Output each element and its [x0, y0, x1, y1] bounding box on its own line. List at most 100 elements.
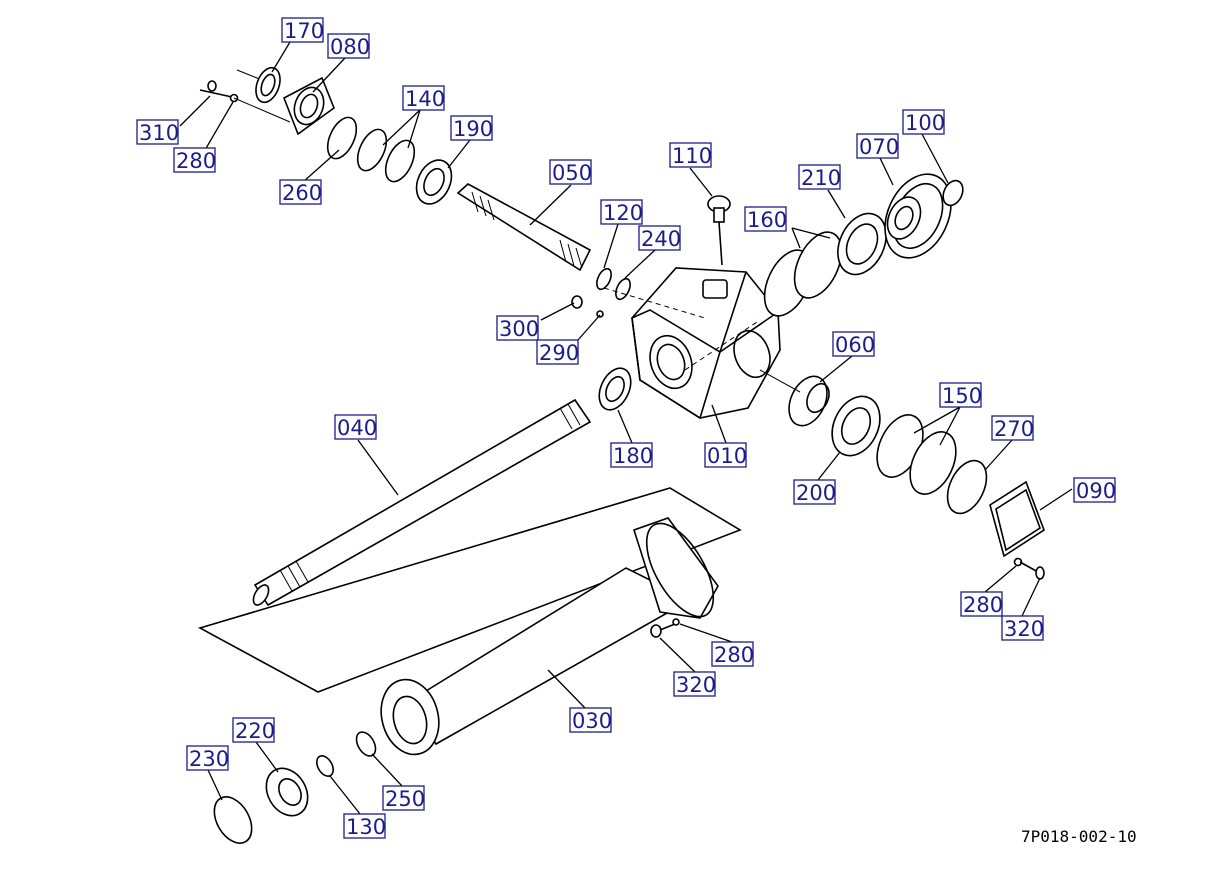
part-bearing-220 — [265, 767, 309, 817]
svg-text:200: 200 — [796, 481, 836, 505]
svg-text:250: 250 — [385, 787, 425, 811]
svg-text:220: 220 — [235, 719, 275, 743]
part-gear-070 — [884, 173, 952, 259]
part-breather-110 — [707, 195, 731, 266]
callout-280-right: 280 — [960, 591, 1003, 617]
callout-280-top: 280 — [173, 147, 216, 173]
callout-270: 270 — [991, 415, 1034, 441]
part-tube-030 — [380, 517, 719, 756]
callout-130: 130 — [343, 813, 386, 839]
callout-190: 190 — [450, 115, 493, 141]
svg-text:160: 160 — [747, 208, 787, 232]
callout-100: 100 — [902, 109, 945, 135]
svg-text:290: 290 — [539, 341, 579, 365]
svg-text:170: 170 — [284, 19, 324, 43]
svg-text:120: 120 — [603, 201, 643, 225]
callout-260: 260 — [279, 179, 322, 205]
callout-320-bottom: 320 — [673, 671, 716, 697]
svg-text:210: 210 — [801, 166, 841, 190]
svg-text:300: 300 — [499, 317, 539, 341]
svg-text:320: 320 — [1004, 617, 1044, 641]
callout-030: 030 — [569, 707, 612, 733]
callout-300: 300 — [496, 315, 539, 341]
svg-text:090: 090 — [1076, 479, 1116, 503]
part-ring-250 — [355, 731, 377, 757]
callout-090: 090 — [1073, 477, 1116, 503]
svg-text:310: 310 — [139, 121, 179, 145]
svg-text:180: 180 — [613, 444, 653, 468]
svg-text:030: 030 — [572, 709, 612, 733]
callout-230: 230 — [186, 745, 229, 771]
svg-text:050: 050 — [552, 161, 592, 185]
svg-text:010: 010 — [707, 444, 747, 468]
callout-280-bottom: 280 — [711, 641, 754, 667]
callout-060: 060 — [832, 331, 875, 357]
part-oring-140 — [356, 128, 416, 183]
part-bolt-320-right — [1013, 557, 1045, 580]
svg-text:070: 070 — [859, 135, 899, 159]
callout-140: 140 — [402, 85, 445, 111]
part-cover-090 — [989, 480, 1045, 558]
callout-120: 120 — [600, 199, 643, 225]
svg-text:320: 320 — [676, 673, 716, 697]
part-pinion-060 — [759, 369, 830, 427]
callout-180: 180 — [610, 442, 653, 468]
callout-150: 150 — [939, 382, 982, 408]
svg-text:140: 140 — [405, 87, 445, 111]
leader-lines — [179, 41, 1073, 815]
part-oring-230 — [213, 796, 253, 844]
svg-text:060: 060 — [835, 333, 875, 357]
part-shaft-050 — [456, 183, 592, 272]
drawing-number: 7P018-002-10 — [1021, 827, 1137, 846]
svg-text:280: 280 — [963, 593, 1003, 617]
part-ring-100 — [942, 179, 964, 207]
svg-text:150: 150 — [942, 384, 982, 408]
svg-text:260: 260 — [282, 181, 322, 205]
part-bolt-320-bottom — [650, 618, 680, 638]
callout-170: 170 — [281, 17, 324, 43]
callout-250: 250 — [382, 785, 425, 811]
assembly-outline — [197, 487, 742, 693]
callout-220: 220 — [232, 717, 275, 743]
callout-010: 010 — [704, 442, 747, 468]
part-housing-010 — [603, 267, 781, 420]
part-oring-160 — [763, 231, 843, 317]
part-washer-290 — [596, 310, 604, 318]
part-oring-260 — [326, 116, 358, 160]
callout-050: 050 — [549, 159, 592, 185]
part-bearing-210 — [837, 212, 887, 276]
callout-310: 310 — [136, 119, 179, 145]
part-ring-130 — [316, 755, 334, 777]
part-ring-240 — [615, 277, 631, 301]
part-seal-180 — [598, 367, 632, 411]
part-shaft-040 — [252, 398, 592, 607]
part-bolt-300 — [571, 295, 583, 309]
part-bearing-190 — [415, 159, 453, 205]
part-oring-150 — [876, 414, 957, 495]
svg-text:280: 280 — [176, 149, 216, 173]
part-seal-170 — [236, 66, 281, 104]
svg-text:230: 230 — [189, 747, 229, 771]
svg-text:100: 100 — [905, 111, 945, 135]
part-oring-270 — [946, 459, 988, 515]
callout-210: 210 — [798, 164, 841, 190]
part-bearing-200 — [831, 395, 881, 457]
callout-080: 080 — [327, 33, 370, 59]
svg-text:040: 040 — [337, 416, 377, 440]
part-washer-280-top — [229, 93, 291, 123]
svg-text:270: 270 — [994, 417, 1034, 441]
svg-text:130: 130 — [346, 815, 386, 839]
svg-text:280: 280 — [714, 643, 754, 667]
svg-text:190: 190 — [453, 117, 493, 141]
callout-320-right: 320 — [1001, 615, 1044, 641]
callout-200: 200 — [793, 479, 836, 505]
svg-text:080: 080 — [330, 35, 370, 59]
svg-text:240: 240 — [641, 227, 681, 251]
callout-240: 240 — [638, 225, 681, 251]
part-bolt-310 — [199, 80, 233, 98]
callout-110: 110 — [669, 142, 712, 168]
callout-160: 160 — [744, 206, 787, 232]
part-flange-080 — [282, 76, 335, 136]
part-ring-120 — [596, 267, 612, 291]
